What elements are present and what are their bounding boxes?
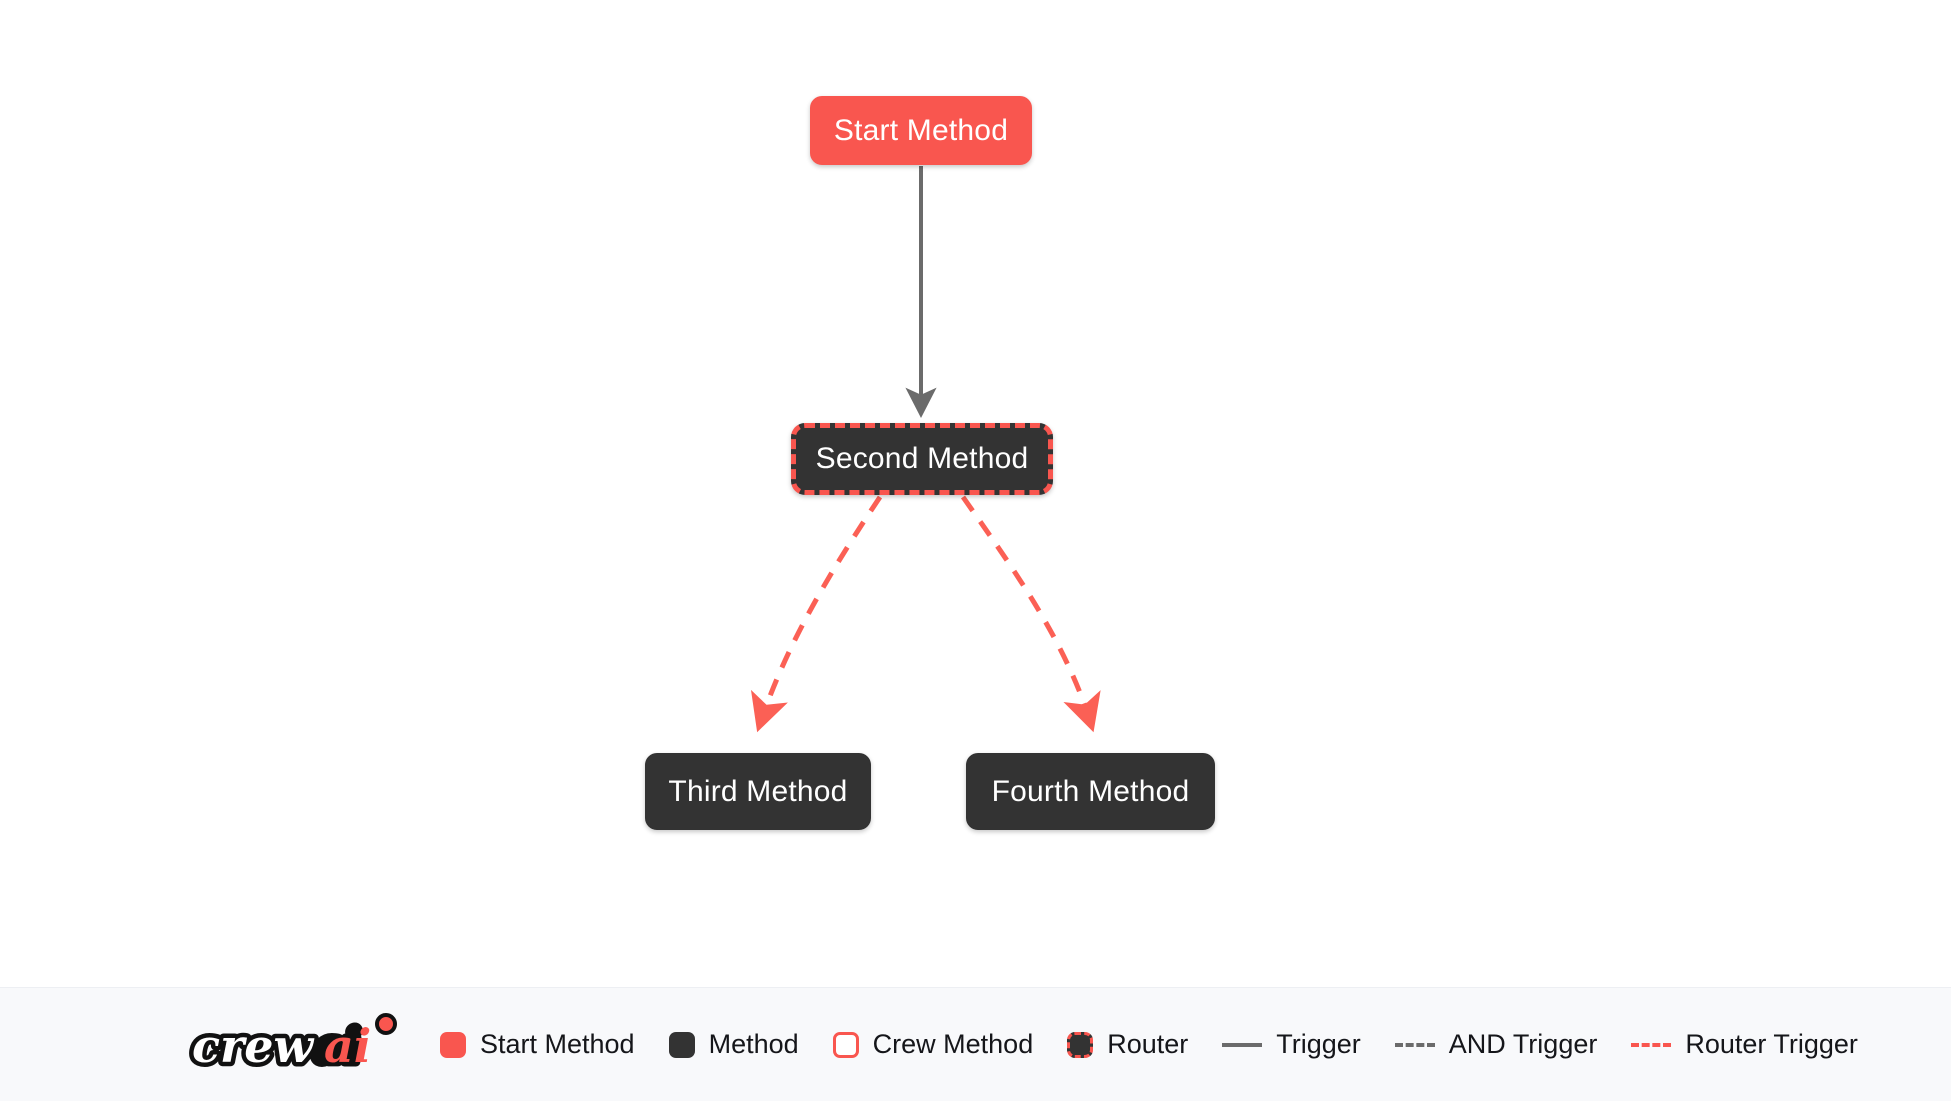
router-swatch-icon [1067,1031,1094,1058]
trigger-line-icon [1222,1042,1263,1047]
legend-item-trigger: Trigger [1222,1031,1361,1058]
edge-router-second-to-fourth [960,495,1101,733]
legend-label-trigger: Trigger [1276,1029,1361,1059]
legend-label-router-trigger: Router Trigger [1685,1029,1858,1059]
legend-label-method: Method [708,1029,799,1059]
legend-label-and-trigger: AND Trigger [1448,1029,1598,1059]
node-start-method[interactable]: Start Method [810,96,1032,165]
legend-item-router-trigger: Router Trigger [1631,1031,1858,1058]
legend-bar: crewai crew ai Start Method Method Crew … [0,987,1951,1101]
legend-label-router: Router [1107,1029,1189,1059]
node-third-method[interactable]: Third Method [645,753,871,830]
crewai-logo: crewai crew ai [188,1012,397,1077]
crew-method-swatch-icon [832,1031,859,1058]
router-trigger-line-icon [1631,1042,1672,1047]
legend-item-crew-method: Crew Method [832,1029,1034,1059]
node-fourth-method[interactable]: Fourth Method [966,753,1215,830]
crewai-logo-dot [375,1012,397,1035]
node-third-method-label: Third Method [668,774,848,808]
node-second-method[interactable]: Second Method [791,423,1053,495]
and-trigger-line-icon [1394,1042,1435,1047]
node-second-method-label: Second Method [815,442,1029,475]
start-method-swatch-icon [440,1031,466,1058]
crewai-logo-crew: crew [192,1019,315,1073]
node-start-method-label: Start Method [833,113,1009,147]
legend-label-start-method: Start Method [480,1029,635,1059]
edge-router-second-to-third [750,495,883,733]
legend-item-method: Method [668,1029,799,1059]
node-fourth-method-label: Fourth Method [991,774,1190,808]
crewai-logo-outline: crewai [192,1019,360,1073]
legend-item-and-trigger: AND Trigger [1394,1029,1598,1059]
legend-label-crew-method: Crew Method [872,1029,1034,1059]
flow-canvas[interactable]: Start Method Second Method Third Method … [0,0,1951,987]
crewai-logo-ai: ai [324,1019,371,1073]
legend-item-router: Router [1067,1031,1188,1058]
method-swatch-icon [668,1031,695,1058]
legend-item-start-method: Start Method [440,1031,635,1058]
